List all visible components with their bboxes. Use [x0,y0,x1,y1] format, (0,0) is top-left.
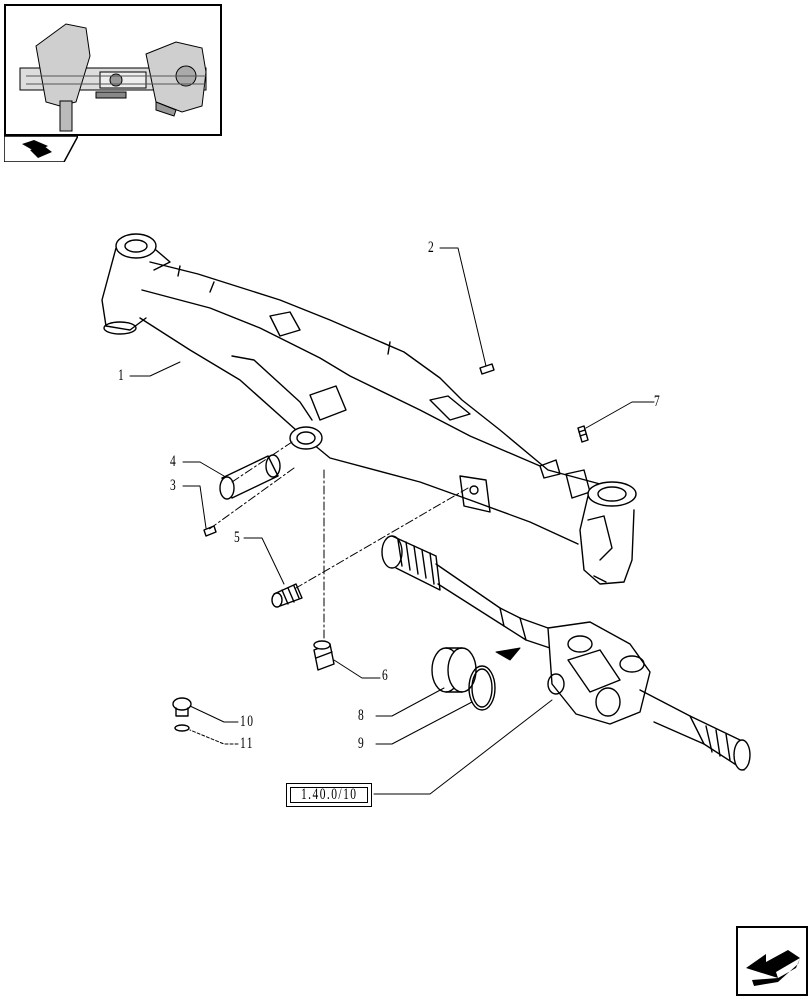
fitting-part-6[interactable] [313,640,335,671]
callout-7: 7 [654,393,662,410]
callout-11: 11 [240,735,254,752]
arrow-back-icon [746,950,800,986]
callout-6: 6 [382,667,390,684]
axle-thumbnail[interactable] [4,4,222,136]
callout-3: 3 [170,477,178,494]
callout-9: 9 [358,735,366,752]
reference-link-box[interactable]: 1.40.0/10 [286,783,372,807]
axle-thumbnail-drawing [19,23,207,132]
callout-1: 1 [118,367,126,384]
pin-part-2[interactable] [479,363,495,375]
reference-label: 1.40.0/10 [300,786,358,803]
leader-lines [129,247,655,795]
drive-shaft-assembly[interactable] [381,535,751,771]
callout-8: 8 [358,707,366,724]
pin-part-3[interactable] [203,525,217,537]
assembly-lines [207,441,469,641]
callout-10: 10 [240,713,255,730]
plug-part-10[interactable] [172,697,192,717]
callout-2: 2 [428,239,436,256]
screw-part-7[interactable] [577,425,589,443]
callout-5: 5 [234,529,242,546]
book-arrow-tab[interactable] [3,135,80,163]
axle-housing[interactable] [101,233,637,585]
reference-link-inner: 1.40.0/10 [290,786,368,803]
bushing-part-4[interactable] [219,454,281,500]
callout-4: 4 [170,453,178,470]
oring-part-9[interactable] [468,665,496,711]
washer-part-11[interactable] [174,724,190,732]
plug-part-5[interactable] [271,583,303,608]
back-navigation-button[interactable] [736,926,808,996]
